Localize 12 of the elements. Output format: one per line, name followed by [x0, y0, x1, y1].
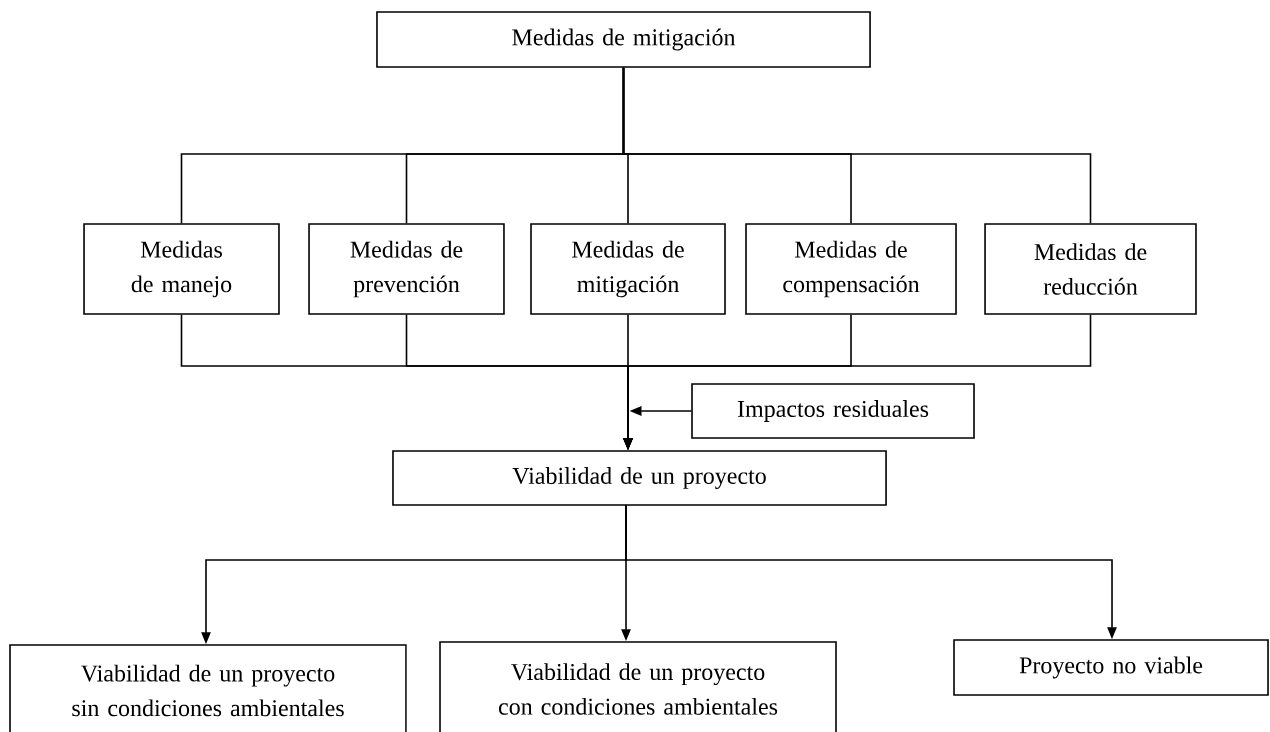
process-box: Proyecto no viable	[953, 639, 1269, 696]
process-box: Viabilidad de un proyecto con condiciones ambientales	[439, 641, 837, 732]
process-box: Medidas de manejo	[83, 223, 280, 315]
connector-line	[622, 66, 1092, 224]
side-box: Impactos residuales	[691, 383, 975, 439]
process-box: Viabilidad de un proyecto	[392, 450, 887, 506]
process-box: Medidas de reducción	[984, 223, 1197, 315]
process-box: Medidas de compensación	[745, 223, 957, 315]
title-box: Medidas de mitigación	[376, 11, 871, 68]
process-box: Medidas de mitigación	[530, 223, 726, 315]
process-box: Viabilidad de un proyecto sin condiciones ambientales	[9, 644, 407, 732]
process-box: Medidas de prevención	[308, 223, 505, 315]
